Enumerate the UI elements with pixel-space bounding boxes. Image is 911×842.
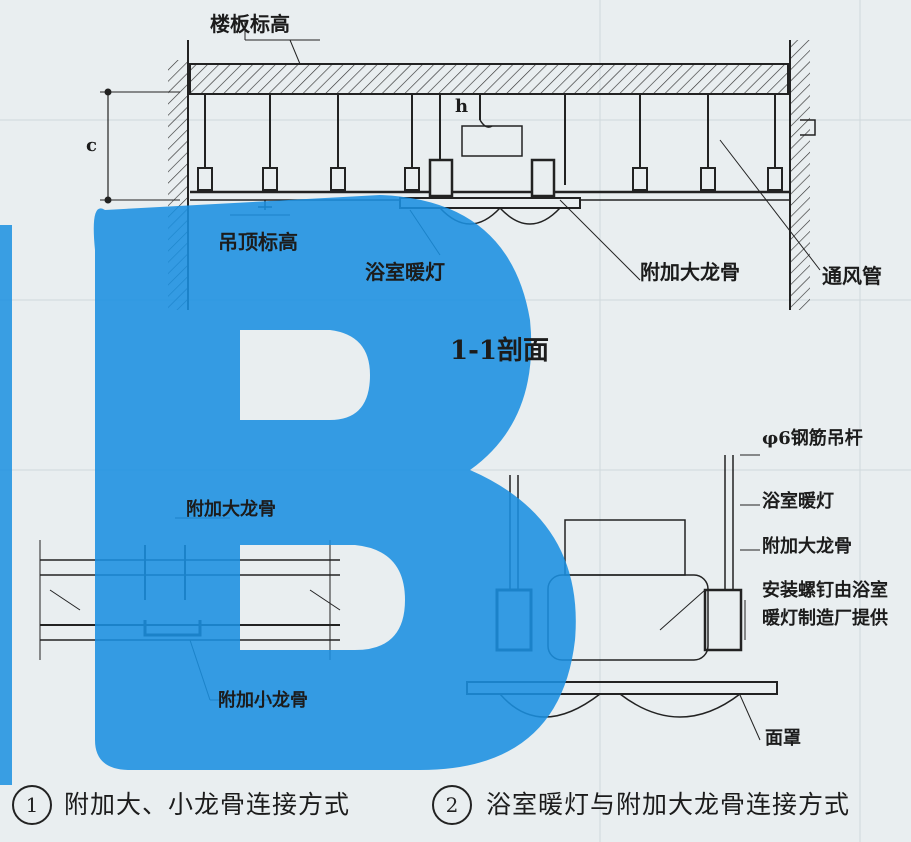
detail-2-number: 2 (432, 785, 472, 825)
detail-1-number: 1 (12, 785, 52, 825)
hanger-rods (204, 94, 776, 185)
ceiling-elevation-label: 吊顶标高 (218, 230, 298, 254)
steel-hanger-rod-label: φ6钢筋吊杆 (762, 428, 863, 449)
watermark-b (0, 195, 576, 785)
bathroom-heater-label-top: 浴室暖灯 (365, 260, 445, 284)
screw-note-line2: 暖灯制造厂提供 (762, 608, 888, 629)
floor-slab-elevation-label: 楼板标高 (210, 12, 290, 36)
detail-1-caption: 附加大、小龙骨连接方式 (64, 790, 351, 819)
additional-main-keel-label-detail2: 附加大龙骨 (762, 536, 852, 557)
detail-2-caption: 浴室暖灯与附加大龙骨连接方式 (486, 790, 851, 819)
hanger-h-label: h (455, 96, 469, 117)
right-wall (790, 40, 810, 310)
additional-main-keel-label-detail1: 附加大龙骨 (186, 499, 276, 520)
ventilation-duct-label: 通风管 (822, 264, 882, 288)
screw-note-line1: 安装螺钉由浴室 (762, 580, 888, 601)
section-title: 1-1剖面 (450, 336, 549, 366)
floor-slab (189, 63, 789, 95)
additional-main-keel-label-top: 附加大龙骨 (640, 260, 740, 284)
dimension-c-label: c (86, 135, 97, 156)
cover-label: 面罩 (765, 728, 801, 749)
additional-small-keel-label: 附加小龙骨 (218, 690, 308, 711)
bathroom-heater-label-detail2: 浴室暖灯 (762, 491, 834, 512)
